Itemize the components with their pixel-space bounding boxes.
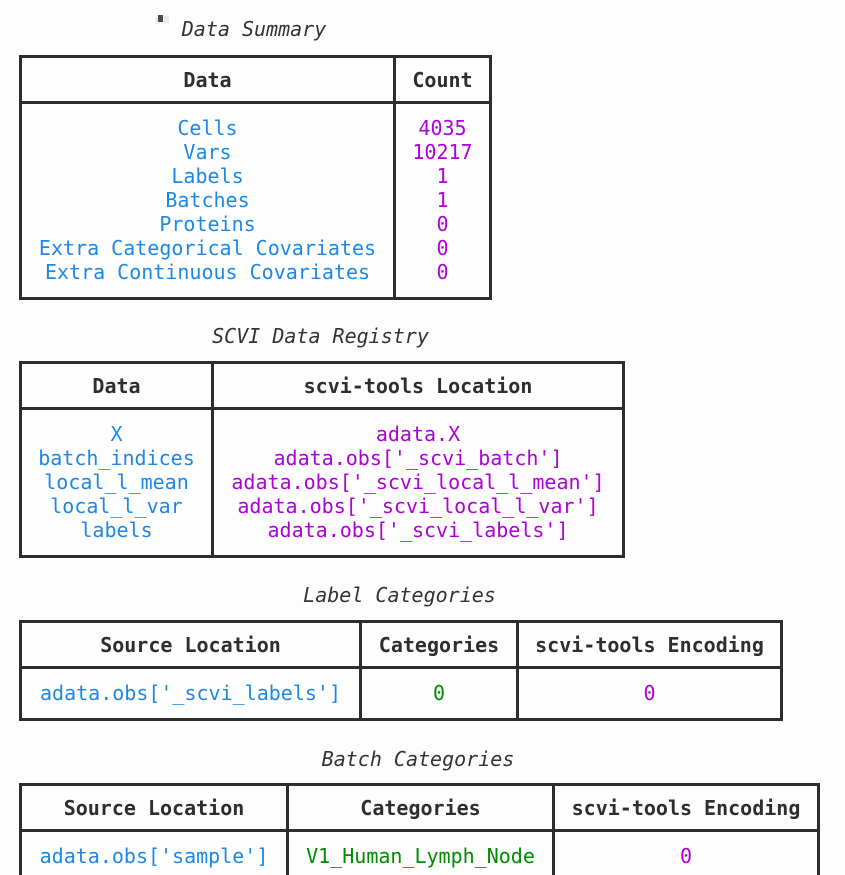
count-cell: 1 <box>393 164 492 188</box>
header-row: Data scvi-tools Location <box>19 361 625 410</box>
data-cell: Labels <box>19 164 396 188</box>
column-header-count: Count <box>393 55 492 104</box>
count-cell: 0 <box>393 212 492 236</box>
data-cell: X <box>19 408 214 446</box>
data-cell: Batches <box>19 188 396 212</box>
label-categories-section: Label Categories Source Location Categor… <box>0 581 845 721</box>
encoding-cell: 0 <box>516 667 783 721</box>
table-row: Vars 10217 <box>19 140 492 164</box>
batch-categories-title: Batch Categories <box>321 747 515 771</box>
encoding-cell: 0 <box>552 830 820 875</box>
categories-cell: V1_Human_Lymph_Node <box>286 830 555 875</box>
label-categories-title: Label Categories <box>303 583 496 607</box>
source-location-cell: adata.obs['_scvi_labels'] <box>19 667 362 721</box>
location-cell: adata.X <box>211 408 625 446</box>
data-cell: labels <box>19 518 214 558</box>
batch-categories-table: Source Location Categories scvi-tools En… <box>19 783 820 875</box>
table-row: adata.obs['sample'] V1_Human_Lymph_Node … <box>19 830 820 875</box>
categories-cell: 0 <box>359 667 519 721</box>
location-cell: adata.obs['_scvi_labels'] <box>211 518 625 558</box>
data-summary-section: Data Summary Data Count Cells 4035 Vars … <box>0 15 845 300</box>
data-cell: Extra Continuous Covariates <box>19 260 396 300</box>
table-row: local_l_var adata.obs['_scvi_local_l_var… <box>19 494 625 518</box>
location-cell: adata.obs['_scvi_local_l_mean'] <box>211 470 625 494</box>
table-row: labels adata.obs['_scvi_labels'] <box>19 518 625 558</box>
data-summary-table: Data Count Cells 4035 Vars 10217 Labels … <box>19 55 492 300</box>
scvi-data-registry-title: SCVI Data Registry <box>212 324 429 348</box>
data-cell: local_l_var <box>19 494 214 518</box>
header-row: Source Location Categories scvi-tools En… <box>19 620 783 669</box>
scvi-data-registry-table: Data scvi-tools Location X adata.X batch… <box>19 361 625 558</box>
header-row: Data Count <box>19 55 492 104</box>
table-row: Extra Continuous Covariates 0 <box>19 260 492 300</box>
table-row: local_l_mean adata.obs['_scvi_local_l_me… <box>19 470 625 494</box>
data-cell: Cells <box>19 102 396 140</box>
column-header-encoding: scvi-tools Encoding <box>516 620 783 669</box>
table-row: Extra Categorical Covariates 0 <box>19 236 492 260</box>
table-row: Proteins 0 <box>19 212 492 236</box>
column-header-source-location: Source Location <box>19 620 362 669</box>
scvi-data-registry-section: SCVI Data Registry Data scvi-tools Locat… <box>0 322 845 558</box>
column-header-categories: Categories <box>286 783 555 832</box>
batch-categories-section: Batch Categories Source Location Categor… <box>0 745 845 875</box>
column-header-location: scvi-tools Location <box>211 361 625 410</box>
table-row: batch_indices adata.obs['_scvi_batch'] <box>19 446 625 470</box>
column-header-categories: Categories <box>359 620 519 669</box>
data-cell: Vars <box>19 140 396 164</box>
column-header-data: Data <box>19 361 214 410</box>
count-cell: 1 <box>393 188 492 212</box>
data-cell: batch_indices <box>19 446 214 470</box>
data-cell: Proteins <box>19 212 396 236</box>
table-row: Batches 1 <box>19 188 492 212</box>
label-categories-table: Source Location Categories scvi-tools En… <box>19 620 783 721</box>
table-row: adata.obs['_scvi_labels'] 0 0 <box>19 667 783 721</box>
data-cell: Extra Categorical Covariates <box>19 236 396 260</box>
clipped-text-fragment <box>158 15 163 22</box>
table-row: Labels 1 <box>19 164 492 188</box>
count-cell: 0 <box>393 260 492 300</box>
count-cell: 4035 <box>393 102 492 140</box>
location-cell: adata.obs['_scvi_batch'] <box>211 446 625 470</box>
scvi-setup-console-output: Data Summary Data Count Cells 4035 Vars … <box>0 15 845 875</box>
column-header-data: Data <box>19 55 396 104</box>
count-cell: 0 <box>393 236 492 260</box>
location-cell: adata.obs['_scvi_local_l_var'] <box>211 494 625 518</box>
count-cell: 10217 <box>393 140 492 164</box>
table-row: Cells 4035 <box>19 102 492 140</box>
table-row: X adata.X <box>19 408 625 446</box>
header-row: Source Location Categories scvi-tools En… <box>19 783 820 832</box>
column-header-source-location: Source Location <box>19 783 289 832</box>
source-location-cell: adata.obs['sample'] <box>19 830 289 875</box>
data-cell: local_l_mean <box>19 470 214 494</box>
data-summary-title: Data Summary <box>181 17 327 41</box>
column-header-encoding: scvi-tools Encoding <box>552 783 820 832</box>
